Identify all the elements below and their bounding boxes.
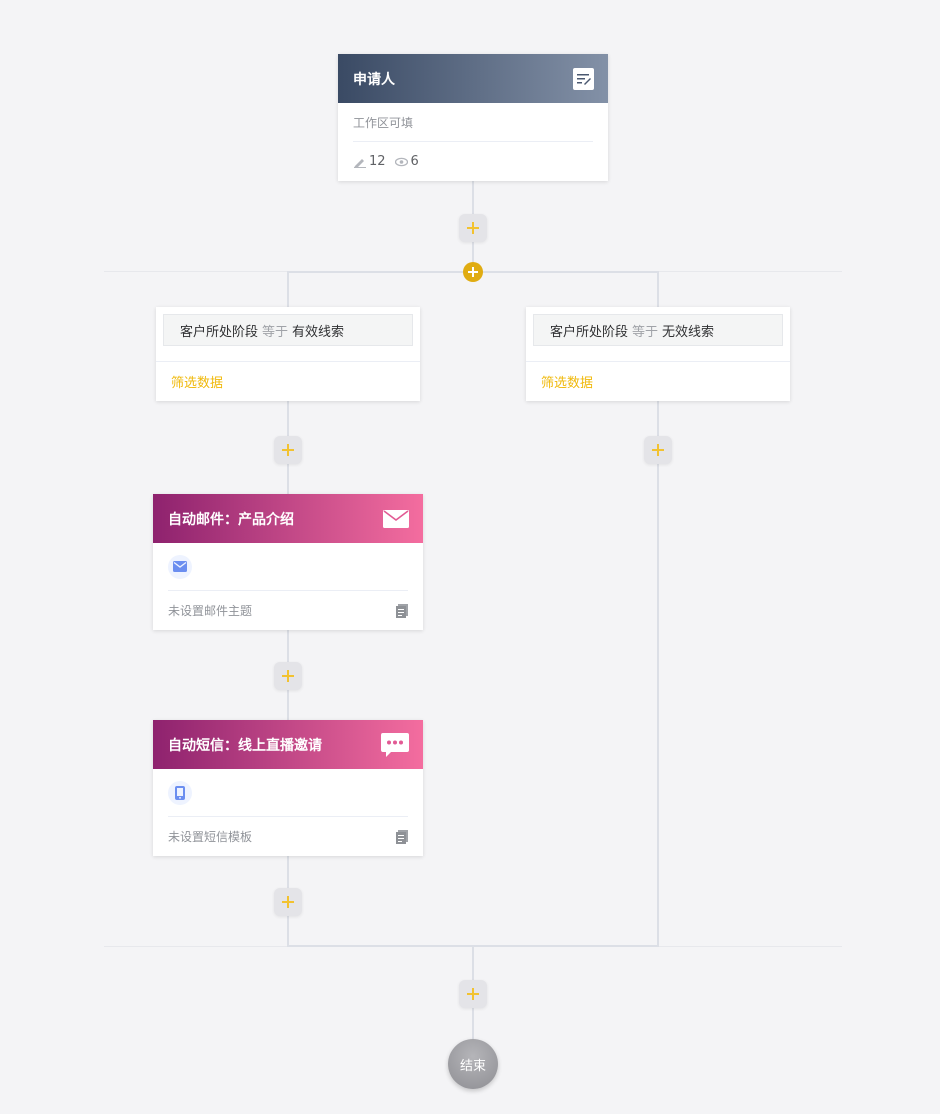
condition-node-2[interactable]: 客户所处阶段 等于 无效线索 筛选数据 [526, 307, 790, 401]
mail-icon [173, 561, 187, 572]
email-node[interactable]: 自动邮件：产品介绍 未设置邮件主题 [153, 494, 423, 630]
form-edit-icon [573, 67, 594, 90]
sms-node-title: 自动短信：线上直播邀请 [168, 737, 322, 754]
sms-node[interactable]: 自动短信：线上直播邀请 未设置短信模板 [153, 720, 423, 856]
add-node-button[interactable] [274, 662, 302, 690]
view-count: 6 [410, 154, 419, 169]
edit-stat: 12 [353, 154, 386, 169]
applicant-subtitle: 工作区可填 [353, 115, 414, 130]
end-node: 结束 [448, 1039, 498, 1089]
pencil-icon [354, 158, 366, 168]
phone-icon [175, 785, 185, 800]
condition-node-1[interactable]: 客户所处阶段 等于 有效线索 筛选数据 [156, 307, 420, 401]
add-node-button[interactable] [274, 436, 302, 464]
eye-icon [394, 157, 408, 166]
chat-bubble-icon [381, 732, 409, 757]
edit-count: 12 [369, 154, 386, 169]
email-node-title: 自动邮件：产品介绍 [168, 511, 294, 528]
condition-expression: 客户所处阶段 等于 有效线索 [163, 314, 413, 346]
email-node-header: 自动邮件：产品介绍 [153, 494, 423, 543]
document-icon [396, 829, 408, 844]
separator [168, 590, 408, 591]
filter-data-link[interactable]: 筛选数据 [171, 375, 224, 391]
condition-value: 有效线索 [292, 324, 345, 340]
condition-value: 无效线索 [662, 324, 715, 340]
sms-status: 未设置短信模板 [168, 830, 253, 844]
connector-line [657, 400, 659, 946]
connector-line [657, 271, 659, 307]
email-type-icon [168, 554, 192, 579]
separator [168, 816, 408, 817]
separator [156, 361, 420, 362]
add-node-button[interactable] [644, 436, 672, 464]
filter-data-link[interactable]: 筛选数据 [541, 375, 594, 391]
add-node-button[interactable] [459, 980, 487, 1008]
separator [353, 141, 593, 142]
add-node-button[interactable] [459, 214, 487, 242]
email-status: 未设置邮件主题 [168, 604, 253, 618]
separator [526, 361, 790, 362]
condition-operator: 等于 [262, 324, 289, 340]
envelope-icon [383, 509, 409, 528]
condition-expression: 客户所处阶段 等于 无效线索 [533, 314, 783, 346]
sms-type-icon [168, 780, 192, 805]
applicant-node[interactable]: 申请人 工作区可填 12 [338, 54, 608, 181]
document-icon [396, 603, 408, 618]
sms-node-header: 自动短信：线上直播邀请 [153, 720, 423, 769]
add-node-button[interactable] [274, 888, 302, 916]
add-branch-button[interactable] [463, 262, 483, 282]
condition-field: 客户所处阶段 [550, 324, 629, 340]
applicant-title: 申请人 [353, 71, 395, 88]
condition-operator: 等于 [632, 324, 659, 340]
end-node-label: 结束 [459, 1058, 486, 1074]
connector-line [287, 271, 289, 307]
view-stat: 6 [394, 154, 419, 169]
condition-field: 客户所处阶段 [180, 324, 259, 340]
applicant-header: 申请人 [338, 54, 608, 103]
